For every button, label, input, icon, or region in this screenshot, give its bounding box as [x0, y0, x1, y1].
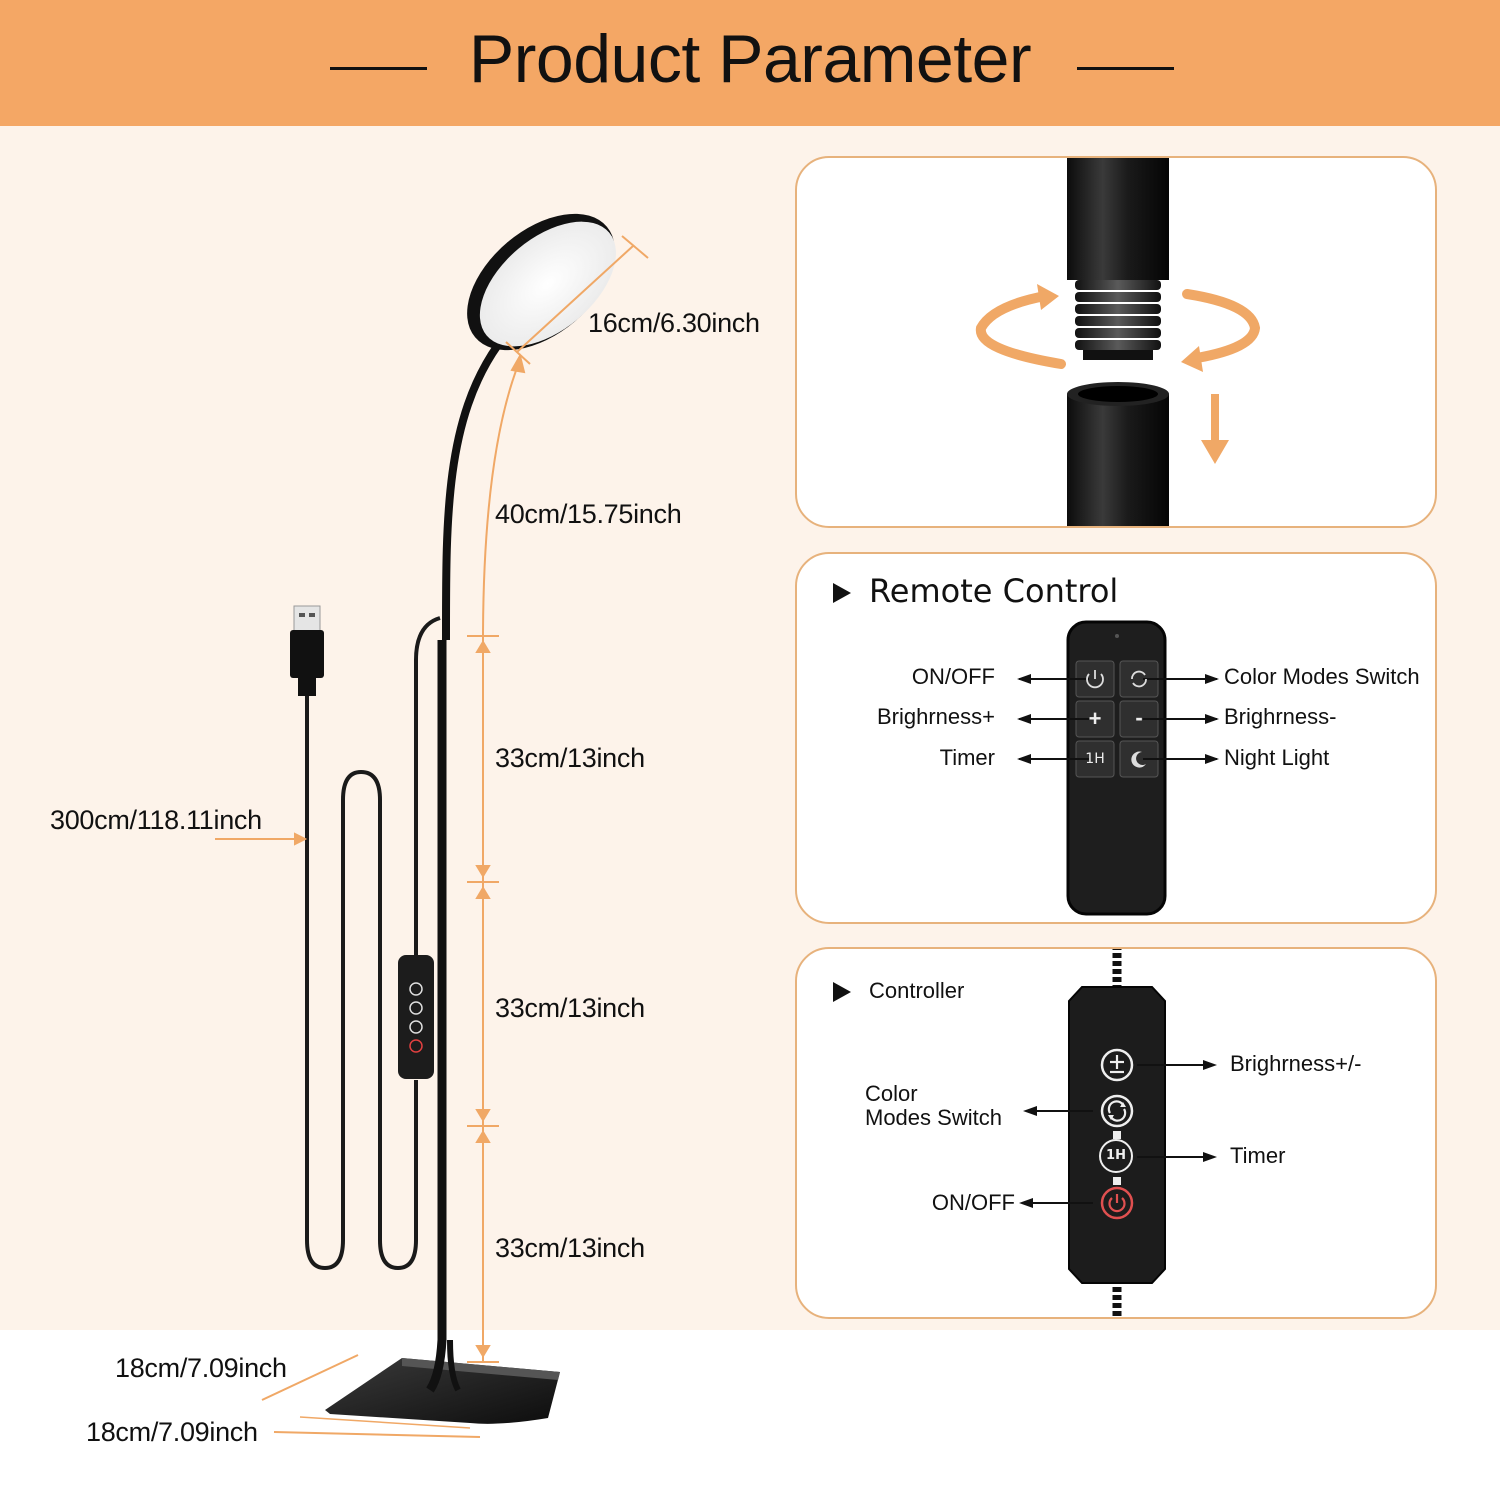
controller-label-color-line2: Modes Switch [865, 1105, 1002, 1130]
brightness-up-button[interactable]: + [1088, 706, 1102, 731]
controller-title: Controller [869, 978, 965, 1003]
brightness-plus-minus-icon[interactable] [1099, 1047, 1135, 1083]
lamp-pole [426, 342, 502, 1393]
moon-icon[interactable] [1120, 741, 1158, 777]
base-width-label: 18cm/7.09inch [86, 1417, 258, 1447]
timer-button[interactable]: 1H [1085, 751, 1105, 767]
remote-illustration [1017, 620, 1219, 916]
base-depth-label: 18cm/7.09inch [115, 1353, 287, 1383]
controller-illustration [1019, 949, 1217, 1317]
pole-segment-2-label: 33cm/13inch [495, 993, 645, 1023]
controller-label-on-off: ON/OFF [931, 1190, 1015, 1215]
brightness-down-button[interactable]: - [1135, 705, 1143, 730]
remote-label-timer: Timer [939, 745, 995, 770]
page-title: Product Parameter [468, 21, 1032, 97]
triangle-bullet-icon [833, 982, 851, 1002]
power-icon[interactable] [1076, 661, 1114, 697]
gooseneck-length-label: 40cm/15.75inch [495, 499, 682, 529]
remote-label-brightness-down: Brighrness- [1224, 704, 1337, 729]
controller-label-color-line1: Color [865, 1081, 918, 1106]
remote-label-brightness-up: Brighrness+ [876, 704, 995, 729]
usb-plug [290, 605, 324, 696]
controller-panel: Controller 1H [795, 947, 1437, 1319]
cycle-icon[interactable] [1120, 661, 1158, 697]
controller-label-timer: Timer [1230, 1143, 1286, 1168]
cable-length-label: 300cm/118.11inch [50, 805, 262, 835]
remote-title: Remote Control [869, 572, 1119, 610]
pole-segment-3-label: 33cm/13inch [495, 1233, 645, 1263]
lamp-head [467, 213, 616, 351]
color-cycle-icon[interactable] [1099, 1093, 1135, 1129]
pole-assembly-illustration [975, 158, 1261, 526]
power-cable [305, 616, 441, 1271]
floor-strip [0, 1330, 1500, 1500]
triangle-bullet-icon [833, 583, 851, 603]
remote-label-on-off: ON/OFF [911, 664, 995, 689]
remote-label-night-light: Night Light [1224, 745, 1330, 770]
assembly-panel [795, 156, 1437, 528]
title-rule-right [1077, 67, 1174, 70]
remote-label-color-modes: Color Modes Switch [1224, 664, 1420, 689]
controller-timer-button[interactable]: 1H [1099, 1139, 1133, 1173]
title-banner: Product Parameter [0, 0, 1500, 126]
dimension-guides [215, 235, 649, 1438]
power-icon[interactable] [1099, 1185, 1135, 1221]
pole-segment-1-label: 33cm/13inch [495, 743, 645, 773]
title-rule-left [330, 67, 427, 70]
controller-label-brightness: Brighrness+/- [1230, 1051, 1362, 1076]
head-diameter-label: 16cm/6.30inch [588, 308, 760, 338]
remote-control-panel: Remote Control [795, 552, 1437, 924]
inline-controller-mini [398, 955, 434, 1079]
